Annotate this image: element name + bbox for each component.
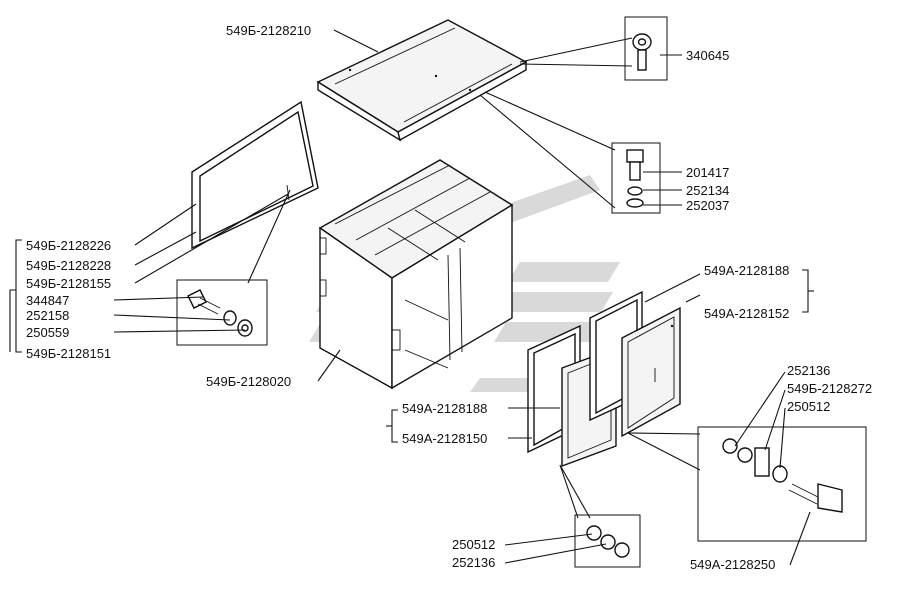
label-549b-2128020: 549Б-2128020 (206, 374, 291, 389)
label-549a-2128188-top: 549А-2128188 (704, 263, 789, 278)
label-549b-2128226: 549Б-2128226 (26, 238, 111, 253)
label-549a-2128152: 549А-2128152 (704, 306, 789, 321)
eye-bolt-part (624, 16, 668, 81)
label-549a-2128250: 549А-2128250 (690, 557, 775, 572)
label-549b-2128228: 549Б-2128228 (26, 258, 111, 273)
label-250512-right: 250512 (787, 399, 830, 414)
bolt-nut-washer-part (611, 142, 661, 214)
label-549a-2128188-mid: 549А-2128188 (402, 401, 487, 416)
label-340645: 340645 (686, 48, 729, 63)
label-549b-2128210: 549Б-2128210 (226, 23, 311, 38)
roof-panel (316, 19, 528, 142)
nut-washer-bottom-part (574, 514, 641, 568)
label-549b-2128272: 549Б-2128272 (787, 381, 872, 396)
part-labels: 549Б-2128210 340645 201417 252134 252037… (26, 23, 872, 572)
label-252158: 252158 (26, 308, 69, 323)
label-252134: 252134 (686, 183, 729, 198)
label-250512-bottom: 250512 (452, 537, 495, 552)
lock-assembly-part (697, 426, 867, 542)
label-252037: 252037 (686, 198, 729, 213)
label-549b-2128155: 549Б-2128155 (26, 276, 111, 291)
label-252136-bottom: 252136 (452, 555, 495, 570)
screw-washer-nut-part (176, 279, 268, 346)
label-252136-right: 252136 (787, 363, 830, 378)
cabinet-body (318, 159, 514, 390)
label-549b-2128151: 549Б-2128151 (26, 346, 111, 361)
right-door (621, 306, 681, 438)
label-250559: 250559 (26, 325, 69, 340)
label-brackets (9, 239, 814, 443)
label-201417: 201417 (686, 165, 729, 180)
side-panel-frame (191, 100, 319, 250)
leader-lines (113, 29, 811, 566)
label-344847: 344847 (26, 293, 69, 308)
label-549a-2128150: 549А-2128150 (402, 431, 487, 446)
